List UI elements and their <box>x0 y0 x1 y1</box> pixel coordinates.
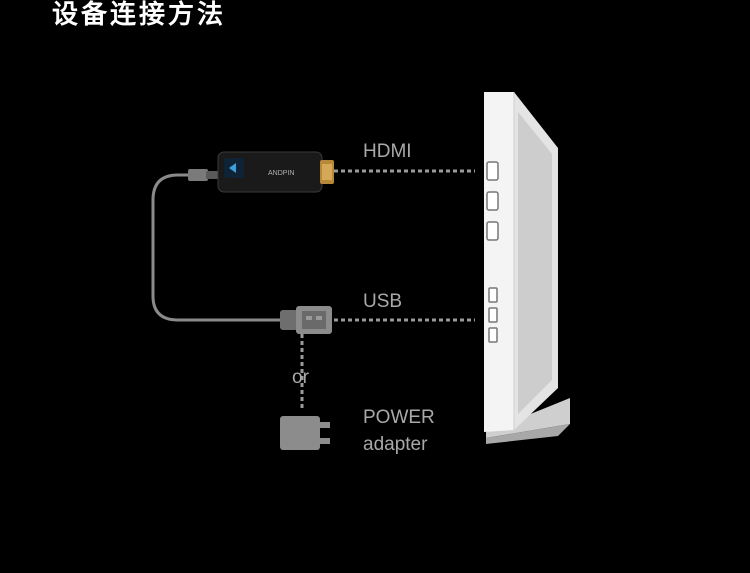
monitor-ports <box>486 161 499 343</box>
power-adapter-icon <box>280 416 330 450</box>
usb-plug-icon <box>280 306 332 334</box>
hdmi-label: HDMI <box>363 141 412 162</box>
dongle-brand: ANDPIN <box>268 170 294 177</box>
usb-label: USB <box>363 291 403 312</box>
power-label: POWER <box>363 407 435 428</box>
or-label: or <box>292 367 309 388</box>
adapter-label: adapter <box>363 434 428 455</box>
portable-monitor-icon <box>484 92 570 444</box>
page-title: 设备连接方法 <box>52 0 227 30</box>
usb-cable <box>151 169 282 322</box>
hdmi-dongle-icon: ANDPIN <box>217 151 334 193</box>
dotted-lines <box>300 169 475 410</box>
